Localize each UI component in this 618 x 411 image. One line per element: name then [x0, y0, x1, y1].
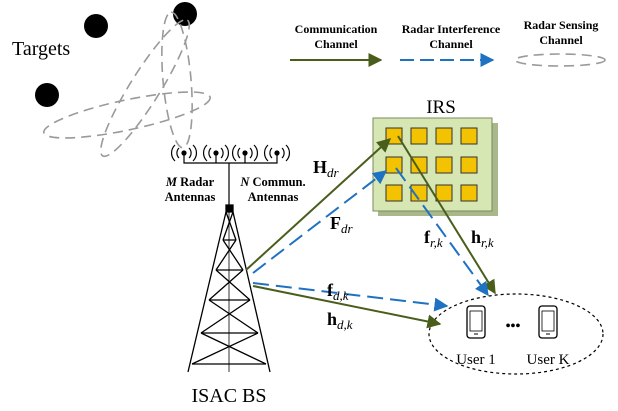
userk-label: User K — [527, 352, 570, 368]
channel-f-dk — [252, 282, 449, 312]
irs-element — [435, 156, 453, 174]
radar-sensing-beams — [42, 11, 212, 158]
channel-h-dk — [252, 285, 442, 329]
targets-group: Targets — [12, 2, 197, 107]
channel-h-rk — [397, 135, 496, 295]
irs-element — [460, 184, 478, 202]
phone-icon — [466, 305, 486, 339]
isac-bs-tower — [187, 204, 271, 373]
irs-element — [410, 156, 428, 174]
phone-icon — [538, 305, 558, 339]
targets-label: Targets — [12, 38, 70, 60]
users-ellipsis: ••• — [506, 319, 521, 334]
irs-element — [410, 184, 428, 202]
legend-radar-sense-line1: Radar Sensing — [524, 18, 599, 32]
label-f-dk: fd,k — [327, 280, 349, 303]
isac-bs-label: ISAC BS — [191, 385, 266, 407]
label-h-rk: hr,k — [471, 227, 494, 250]
irs-element — [410, 127, 428, 145]
target-1 — [84, 14, 108, 38]
irs-label: IRS — [426, 97, 456, 118]
irs-element — [385, 156, 403, 174]
antenna-labels: M Radar Antennas N Commun. Antennas — [165, 175, 306, 204]
commun-antennas-label-line2: Antennas — [248, 190, 299, 204]
antenna-icon — [203, 144, 229, 162]
sensing-beam-2 — [161, 11, 193, 149]
channel-labels: Hdr Fdr fr,k hr,k fd,k hd,k — [313, 157, 494, 332]
legend: Communication Channel Radar Interference… — [290, 18, 606, 67]
irs-element — [460, 156, 478, 174]
legend-comm-line1: Communication — [295, 22, 378, 36]
legend-comm-line2: Channel — [314, 37, 358, 51]
antenna-icon — [232, 144, 258, 162]
legend-radar-sense-line2: Channel — [539, 33, 583, 47]
irs-element — [435, 184, 453, 202]
user1-label: User 1 — [456, 352, 496, 368]
radar-antennas-label-line2: Antennas — [165, 190, 216, 204]
channel-F-dr — [252, 170, 388, 274]
irs-elements — [385, 127, 478, 202]
radar-antennas-label-line1: M Radar — [165, 175, 215, 189]
label-h-dk: hd,k — [327, 309, 353, 332]
irs: IRS — [372, 97, 498, 216]
legend-radar-int-line2: Channel — [429, 37, 473, 51]
users-group: ••• User 1 User K — [428, 293, 604, 375]
irs-element — [460, 127, 478, 145]
antenna-array — [171, 144, 290, 205]
label-H-dr: Hdr — [313, 157, 340, 180]
irs-element — [385, 184, 403, 202]
users-cluster — [428, 293, 604, 375]
irs-element — [435, 127, 453, 145]
antenna-icon — [264, 144, 290, 162]
sensing-beam-3 — [42, 91, 212, 139]
commun-antennas-label-line1: N Commun. — [239, 175, 305, 189]
channel-H-dr — [245, 138, 392, 271]
target-3 — [35, 83, 59, 107]
legend-radar-sense-ellipse — [514, 53, 606, 67]
channel-f-rk — [395, 167, 489, 297]
target-2 — [173, 2, 197, 26]
antenna-feed-lines — [183, 155, 278, 205]
label-F-dr: Fdr — [330, 213, 354, 236]
legend-radar-int-line1: Radar Interference — [402, 22, 501, 36]
label-f-rk: fr,k — [424, 227, 443, 250]
sensing-beam-1 — [99, 18, 191, 158]
